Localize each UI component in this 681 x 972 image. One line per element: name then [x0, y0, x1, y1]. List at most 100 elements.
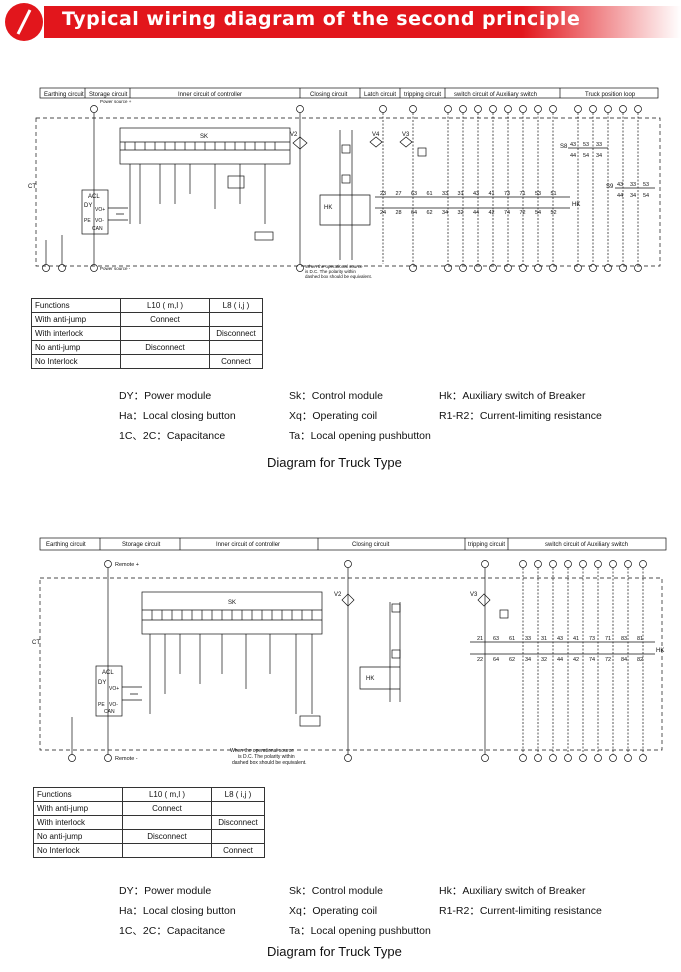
terminal-number: 53 [535, 191, 541, 197]
legend-item: R1-R2：Current-limiting resistance [439, 905, 602, 917]
terminal-number: 83 [621, 636, 627, 642]
remote-plus-label: Remote + [115, 562, 139, 568]
power-plus-label: Power source + [100, 99, 132, 104]
terminal-number: 81 [637, 636, 643, 642]
terminal-number: 24 [380, 210, 386, 216]
wiring-diagram-2: Earthing circuit Storage circuit Inner c… [32, 537, 667, 766]
terminal-number: 73 [504, 191, 510, 197]
section-label: switch circuit of Auxiliary switch [454, 92, 537, 98]
legend-item: 1C、2C：Capacitance [119, 430, 226, 442]
section-label: tripping circuit [468, 542, 505, 548]
svg-text:V2: V2 [334, 592, 342, 598]
svg-text:HK: HK [572, 202, 580, 208]
svg-text:VO-: VO- [109, 702, 118, 708]
terminal-number: 52 [551, 210, 557, 216]
section-label: Closing circuit [352, 542, 390, 548]
dy-power-module: ACL DY VO+ VO- PE CAN [81, 189, 128, 235]
terminal-number: 74 [504, 210, 510, 216]
terminal-number: 73 [589, 636, 595, 642]
bottom-terminals [68, 754, 647, 762]
terminal-number: 44 [557, 657, 563, 663]
svg-text:PE: PE [84, 218, 91, 224]
section-label: Closing circuit [310, 92, 348, 98]
terminal-number: 44 [617, 193, 623, 199]
sk-control-module: SK [141, 591, 323, 727]
terminal-number: 33 [525, 636, 531, 642]
legend-item: Xq：Operating coil [289, 905, 378, 917]
legend-item: R1-R2：Current-limiting resistance [439, 410, 602, 422]
svg-text:VO+: VO+ [109, 686, 119, 692]
terminal-number: 33 [630, 182, 636, 188]
legend-item: Ta：Local opening pushbutton [289, 925, 431, 937]
svg-text:HK: HK [656, 648, 664, 654]
terminal-number: 21 [477, 636, 483, 642]
top-terminals [104, 560, 647, 568]
polarity-note: When the operational source is D.C. The … [305, 264, 372, 279]
svg-text:CAN: CAN [92, 226, 103, 232]
svg-text:dashed box should be equivalen: dashed box should be equivalent. [232, 760, 307, 766]
truck-position-switches: S8 S9 [560, 144, 655, 190]
title-banner: Typical wiring diagram of the second pri… [0, 0, 681, 44]
dy-power-module: ACL DY VO+ VO- PE CAN [95, 665, 142, 717]
terminal-number: 32 [458, 210, 464, 216]
legend-item: Ha：Local closing button [119, 905, 236, 917]
terminal-number: 32 [541, 657, 547, 663]
terminal-number: 74 [589, 657, 595, 663]
terminal-number: 71 [520, 191, 526, 197]
terminal-number: 84 [621, 657, 627, 663]
hk-auxiliary-switch: HK [470, 641, 664, 655]
sk-label: SK [200, 134, 208, 140]
svg-text:PE: PE [98, 702, 105, 708]
terminal-number: 71 [605, 636, 611, 642]
closing-circuit: V2 HK V4 V3 [290, 130, 427, 260]
svg-text:V3: V3 [470, 592, 478, 598]
ct-label: CT [28, 184, 36, 190]
section-header-bar: Earthing circuit Storage circuit Inner c… [39, 537, 667, 551]
section-label: switch circuit of Auxiliary switch [545, 542, 628, 548]
diagram-caption: Diagram for Truck Type [267, 455, 402, 470]
terminal-number: 33 [596, 142, 602, 148]
svg-text:ACL: ACL [102, 670, 114, 676]
section-label: Storage circuit [122, 542, 161, 548]
terminal-number: 28 [396, 210, 402, 216]
legend-item: Hk：Auxiliary switch of Breaker [439, 390, 586, 402]
svg-text:V4: V4 [372, 132, 380, 138]
diagram-caption: Diagram for Truck Type [267, 944, 402, 959]
terminal-number: 44 [570, 153, 576, 159]
terminal-number: 43 [570, 142, 576, 148]
terminal-number: 31 [541, 636, 547, 642]
legend-item: DY：Power module [119, 390, 212, 402]
terminal-number: 61 [427, 191, 433, 197]
terminal-number: 41 [489, 191, 495, 197]
vertical-wires [382, 113, 639, 264]
legend-item: Sk：Control module [289, 885, 383, 897]
svg-text:is D.C. The polarity within: is D.C. The polarity within [238, 754, 295, 760]
section-label: Latch circuit [364, 92, 396, 98]
terminal-number: 62 [509, 657, 515, 663]
terminal-number: 41 [573, 636, 579, 642]
banner-background [5, 3, 681, 41]
legend-item: Ha：Local closing button [119, 410, 236, 422]
vertical-wires [522, 568, 644, 754]
svg-text:VO+: VO+ [95, 207, 105, 213]
terminal-number: 42 [489, 210, 495, 216]
terminal-number: 34 [442, 210, 448, 216]
section-label: Earthing circuit [44, 92, 84, 98]
terminal-number: 63 [411, 191, 417, 197]
hk-auxiliary-switch: HK [375, 196, 580, 209]
terminal-number: 63 [493, 636, 499, 642]
power-minus-label: Power source - [100, 266, 131, 271]
legend-item: 1C、2C：Capacitance [119, 925, 226, 937]
bottom-terminals [42, 264, 642, 272]
section-label: Inner circuit of controller [178, 92, 242, 98]
svg-text:When the operational source: When the operational source [305, 264, 363, 269]
page-title: Typical wiring diagram of the second pri… [62, 8, 581, 30]
